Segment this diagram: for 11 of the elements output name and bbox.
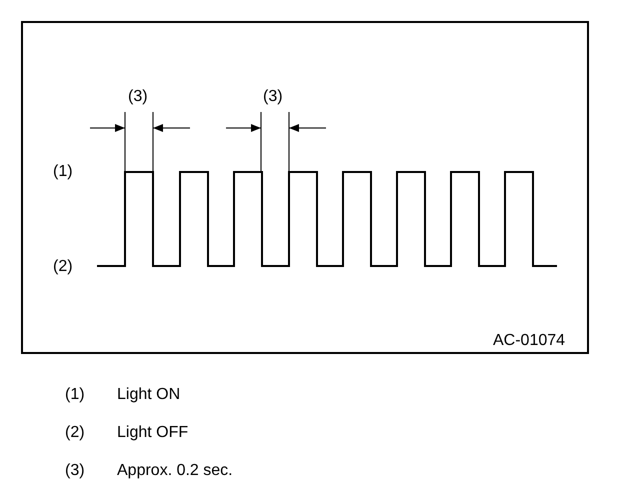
legend-text: Light OFF [117, 424, 188, 442]
level-label: (1) [53, 163, 73, 181]
legend-number: (3) [65, 462, 85, 480]
figure-code: AC-01074 [493, 332, 566, 350]
dimension-label: (3) [128, 88, 148, 106]
legend-text: Light ON [117, 386, 180, 404]
legend-number: (1) [65, 386, 85, 404]
legend-number: (2) [65, 424, 85, 442]
legend-text: Approx. 0.2 sec. [117, 462, 233, 480]
dimension-label: (3) [263, 88, 283, 106]
level-label: (2) [53, 258, 73, 276]
